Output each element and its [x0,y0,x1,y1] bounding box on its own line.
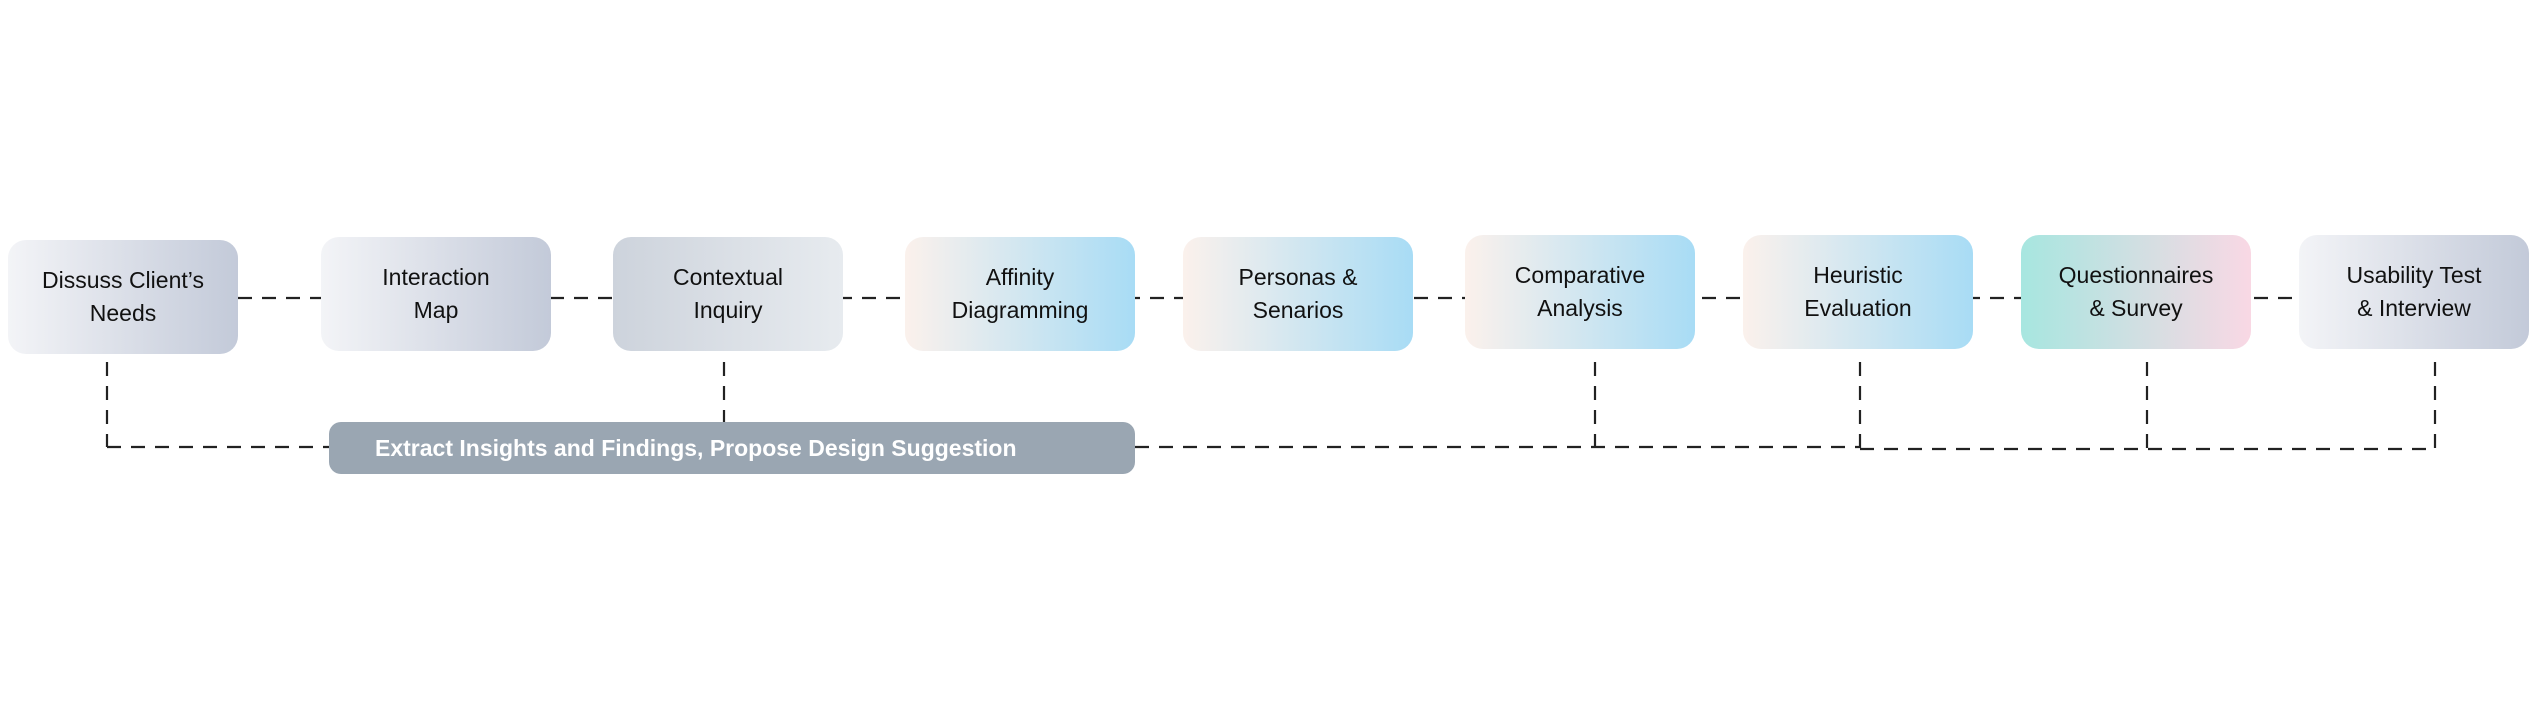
step-label: Personas & Senarios [1238,264,1358,323]
step-label: Affinity Diagramming [951,264,1089,323]
step-questionnaires-survey: Questionnaires & Survey [2021,235,2251,349]
step-interaction-map: Interaction Map [321,237,551,351]
step-label: Interaction Map [382,264,490,323]
step-discuss-client-needs: Dissuss Client’s Needs [8,240,238,354]
insights-banner: Extract Insights and Findings, Propose D… [329,422,1135,474]
step-contextual-inquiry: Contextual Inquiry [613,237,843,351]
step-label: Dissuss Client’s Needs [42,267,204,326]
step-heuristic-evaluation: Heuristic Evaluation [1743,235,1973,349]
banner-label: Extract Insights and Findings, Propose D… [375,434,1017,461]
step-label: Comparative Analysis [1514,262,1646,321]
step-personas-senarios: Personas & Senarios [1183,237,1413,351]
step-label: Questionnaires & Survey [2058,262,2214,321]
step-usability-test-interview: Usability Test & Interview [2299,235,2529,349]
step-comparative-analysis: Comparative Analysis [1465,235,1695,349]
step-label: Contextual Inquiry [673,264,783,323]
step-label: Heuristic Evaluation [1804,262,1912,321]
step-label: Usability Test & Interview [2346,262,2482,321]
step-affinity-diagramming: Affinity Diagramming [905,237,1135,351]
